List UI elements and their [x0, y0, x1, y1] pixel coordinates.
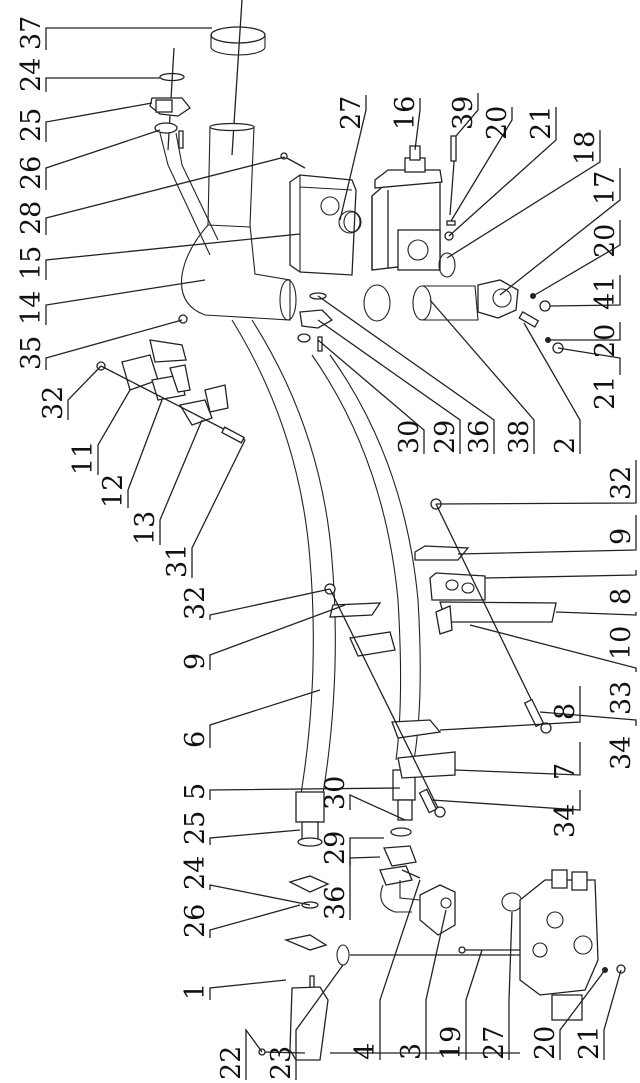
callout-label-34: 34 [550, 804, 581, 838]
part-6-hose [231, 319, 336, 847]
callout-label-20: 20 [530, 1026, 561, 1060]
part-27-oring [343, 211, 361, 233]
part-18-oring [438, 252, 456, 278]
callout-label-3: 3 [396, 1043, 427, 1060]
callout-label-34: 34 [606, 736, 637, 770]
callout-label-41: 41 [590, 276, 621, 310]
callout-label-21: 21 [526, 106, 557, 140]
callout-label-26: 26 [180, 904, 211, 938]
callout-label-27: 27 [336, 96, 367, 130]
callout-label-32: 32 [606, 466, 637, 500]
callout-label-1: 1 [180, 983, 211, 1000]
callout-label-17: 17 [590, 171, 621, 205]
part-15-tank-block [289, 174, 362, 276]
callout-label-21: 21 [590, 376, 621, 410]
callout-label-16: 16 [390, 96, 421, 130]
callout-label-30: 30 [394, 420, 425, 454]
callout-label-18: 18 [570, 131, 601, 165]
part-27-oring-lower [501, 892, 523, 912]
callout-label-8: 8 [606, 588, 637, 605]
callout-label-24: 24 [180, 856, 211, 890]
callout-label-28: 28 [16, 201, 47, 235]
callout-label-37: 37 [16, 16, 47, 50]
callout-label-36: 36 [320, 886, 351, 920]
part-37-collar [210, 0, 266, 156]
part-5-hose-fitting [311, 354, 421, 821]
callout-label-9: 9 [606, 528, 637, 545]
callout-label-32: 32 [38, 386, 69, 420]
callout-label-15: 15 [16, 246, 47, 280]
callout-label-5: 5 [180, 783, 211, 800]
callout-label-20: 20 [482, 106, 513, 140]
callout-label-13: 13 [130, 511, 161, 545]
callout-label-19: 19 [436, 1026, 467, 1060]
callout-label-39: 39 [448, 96, 479, 130]
callout-label-26: 26 [16, 156, 47, 190]
callout-label-10: 10 [606, 626, 637, 660]
callout-label-6: 6 [180, 731, 211, 748]
callout-label-33: 33 [606, 681, 637, 715]
callout-label-7: 7 [550, 763, 581, 780]
callout-label-21: 21 [574, 1026, 605, 1060]
callout-labels: 3724252628151435321112133132965252426122… [16, 16, 637, 1080]
callout-label-32: 32 [180, 586, 211, 620]
callout-label-12: 12 [98, 474, 129, 508]
part-25-flange [149, 97, 191, 117]
callout-label-14: 14 [16, 291, 47, 325]
callout-label-22: 22 [216, 1046, 247, 1080]
callout-label-4: 4 [350, 1043, 381, 1060]
callout-label-9: 9 [180, 653, 211, 670]
callout-label-24: 24 [16, 58, 47, 92]
part-38-sleeve [363, 284, 479, 322]
part-17-flange-fitting [477, 279, 519, 319]
callout-label-2: 2 [550, 437, 581, 454]
callout-label-8: 8 [550, 703, 581, 720]
part-drawings [96, 0, 626, 1061]
callout-label-20: 20 [590, 224, 621, 258]
callout-label-35: 35 [16, 336, 47, 370]
callout-label-38: 38 [504, 420, 535, 454]
part-14-elbow [180, 122, 297, 321]
callout-label-20: 20 [590, 324, 621, 358]
callout-label-25: 25 [180, 811, 211, 845]
callout-label-25: 25 [16, 108, 47, 142]
part-control-valve [519, 869, 626, 1021]
callout-label-11: 11 [68, 441, 99, 475]
callout-leaders [45, 27, 637, 1080]
callout-label-29: 29 [320, 831, 351, 865]
part-11-12-13-brackets [121, 339, 229, 426]
callout-label-27: 27 [479, 1026, 510, 1060]
callout-label-30: 30 [320, 776, 351, 810]
callout-label-29: 29 [430, 420, 461, 454]
part-16-gear-pump [371, 145, 443, 271]
callout-label-31: 31 [162, 544, 193, 578]
callout-label-23: 23 [266, 1046, 297, 1080]
callout-label-36: 36 [464, 420, 495, 454]
